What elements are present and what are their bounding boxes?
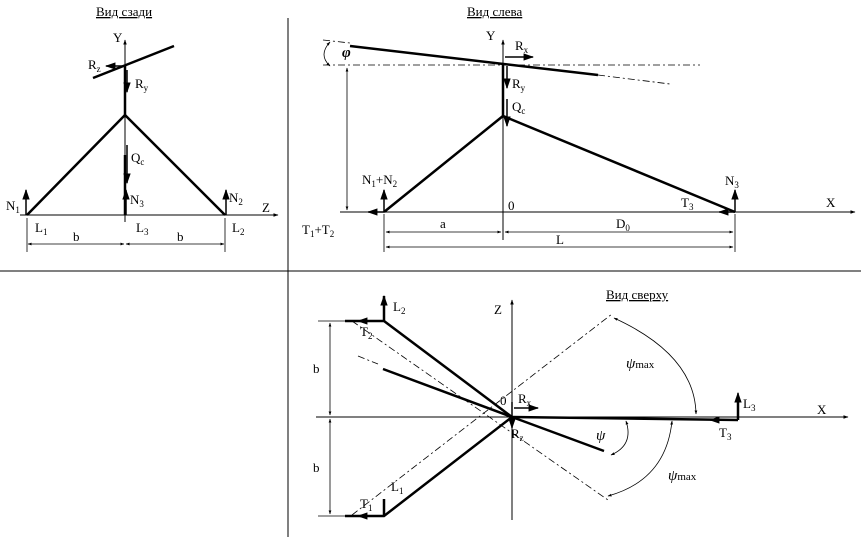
ry-label: Ry: [512, 76, 526, 93]
l3-label: L3: [743, 396, 756, 413]
t12-label: T1+T2: [302, 222, 334, 239]
psi-max-bottom-label: ψmax: [668, 468, 697, 484]
top-dimensions: [318, 320, 345, 517]
n3-label: N3: [725, 173, 739, 190]
t1-label: T1: [360, 496, 372, 513]
back-dimensions: [26, 218, 226, 252]
l3-label: L3: [136, 220, 149, 237]
rx-label: Rx: [518, 391, 532, 408]
left-dimensions: [383, 214, 736, 252]
left-frame: [349, 44, 736, 214]
y-axis-label: Y: [486, 28, 496, 43]
qc-label: Qc: [512, 99, 525, 116]
back-view: Вид сзади Y Z Rz Ry Qc N1 N3 N2 L1 L3 L2: [6, 4, 279, 252]
phi-angle-arc: [323, 41, 331, 67]
origin-label: 0: [508, 198, 515, 213]
psi-max-top-arc: [613, 317, 698, 415]
n2-label: N2: [229, 190, 243, 207]
top-reference-lines: [351, 313, 613, 516]
psi-label: ψ: [596, 428, 606, 444]
x-axis-label: X: [826, 195, 836, 210]
rz-label: Rz: [511, 426, 524, 443]
l1-label: L1: [391, 479, 403, 496]
z-axis-label: Z: [494, 302, 502, 317]
top-view: Вид сверху Z X 0 Rx Rz T2 L2: [313, 287, 849, 520]
back-view-title: Вид сзади: [96, 4, 152, 19]
b-left-label: b: [73, 229, 80, 244]
ry-label: Ry: [135, 76, 149, 93]
a-label: a: [440, 216, 446, 231]
l2-label: L2: [393, 299, 405, 316]
phi-label: φ: [342, 45, 351, 61]
b-top-label: b: [313, 361, 320, 376]
n1-label: N1: [6, 198, 20, 215]
t2-label: T2: [360, 324, 372, 341]
psi-max-bottom-arc: [607, 420, 674, 497]
left-reference-lines: [322, 39, 700, 85]
b-right-label: b: [177, 229, 184, 244]
t3-label: T3: [719, 425, 732, 442]
top-view-title: Вид сверху: [606, 287, 669, 302]
origin-label: 0: [500, 393, 507, 408]
x-axis-label: X: [817, 402, 827, 417]
qc-label: Qc: [131, 150, 144, 167]
l2-label: L2: [232, 220, 244, 237]
y-axis-label: Y: [113, 30, 123, 45]
left-view: Вид слева Y X 0 φ Rx Ry Qc N1+N2: [302, 4, 856, 252]
psi-max-top-label: ψmax: [626, 356, 655, 372]
l-label: L: [556, 232, 564, 247]
l1-label: L1: [35, 220, 47, 237]
b-bottom-label: b: [313, 460, 320, 475]
rx-label: Rx: [515, 38, 529, 55]
t3-label: T3: [681, 195, 694, 212]
psi-angle-arc: [610, 420, 629, 456]
top-frame: [345, 296, 740, 518]
d0-label: D0: [616, 216, 630, 233]
n12-label: N1+N2: [362, 172, 397, 189]
back-frame: [26, 44, 226, 216]
z-axis-label: Z: [262, 200, 270, 215]
rz-label: Rz: [88, 57, 101, 74]
left-view-title: Вид слева: [467, 4, 522, 19]
n3-label: N3: [130, 192, 144, 209]
panel-dividers: [0, 18, 861, 537]
